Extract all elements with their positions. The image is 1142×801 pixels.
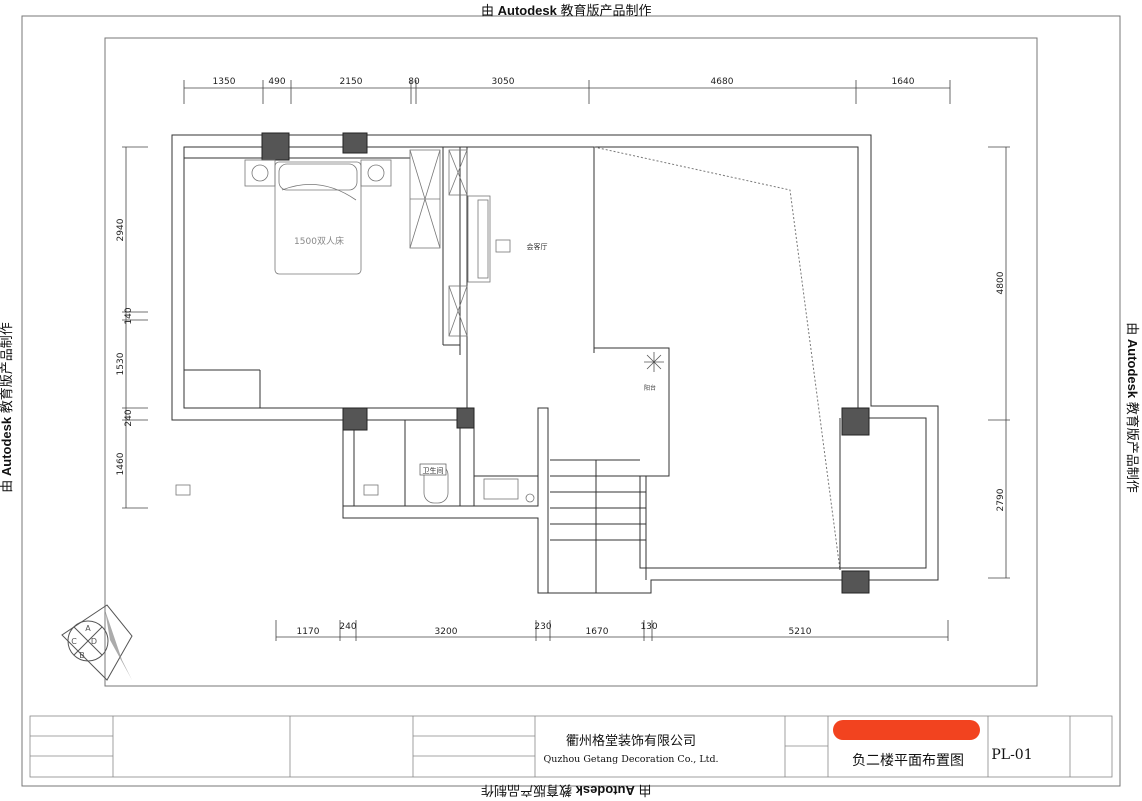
dim-bottom: 5210 — [789, 627, 812, 637]
compass-letter-c: C — [71, 637, 77, 646]
column — [841, 407, 870, 436]
compass-letter-d: D — [91, 637, 97, 646]
dim-top: 490 — [268, 77, 285, 87]
company-name-en: Quzhou Getang Decoration Co., Ltd. — [543, 754, 718, 765]
dim-top: 1350 — [213, 77, 236, 87]
watermark-left: 由 Autodesk 教育版产品制作 — [0, 322, 14, 493]
dim-bottom: 230 — [534, 622, 551, 632]
dim-top: 2150 — [340, 77, 363, 87]
sheet-border — [21, 15, 1121, 787]
plant-icon — [644, 352, 664, 372]
dim-left: 240 — [124, 409, 134, 426]
drawing-frame — [104, 37, 1038, 687]
bed-label: 1500双人床 — [294, 235, 344, 247]
dim-top: 1640 — [892, 77, 915, 87]
column — [342, 132, 368, 154]
watermark-top: 由 Autodesk 教育版产品制作 — [481, 3, 652, 18]
compass-letter-b: B — [79, 651, 85, 660]
column — [456, 407, 475, 429]
title-highlight — [833, 720, 980, 740]
dim-left: 140 — [124, 307, 134, 324]
compass-letter-a: A — [85, 624, 91, 633]
dim-right: 4800 — [996, 271, 1006, 294]
furniture — [175, 149, 535, 504]
column — [261, 132, 290, 161]
company-name-cn: 衢州格堂装饰有限公司 — [566, 733, 696, 749]
drawing-number: PL-01 — [991, 747, 1032, 763]
dim-top: 4680 — [711, 77, 734, 87]
compass-symbol: A B C D — [61, 604, 133, 681]
bathroom-label: 卫生间 — [423, 466, 444, 475]
dim-bottom: 3200 — [435, 627, 458, 637]
sink — [483, 478, 519, 500]
balcony-label: 阳台 — [644, 384, 656, 392]
floor-plan — [171, 134, 939, 594]
dim-left: 1530 — [116, 352, 126, 375]
dimension-lines — [122, 80, 1010, 641]
dim-bottom: 1670 — [586, 627, 609, 637]
column — [841, 570, 870, 594]
dim-bottom: 1170 — [297, 627, 320, 637]
nightstand — [360, 159, 392, 187]
living-room-label: 会客厅 — [527, 242, 548, 251]
title-block — [29, 715, 1113, 778]
columns — [261, 132, 870, 594]
dim-top: 3050 — [492, 77, 515, 87]
outer-wall — [171, 134, 939, 594]
dim-left: 2940 — [116, 218, 126, 241]
dimension-labels: 1350 490 2150 80 3050 4680 1640 1170 240… — [116, 77, 1006, 637]
drawing-title: 负二楼平面布置图 — [852, 753, 964, 769]
dim-top: 80 — [408, 77, 420, 87]
dim-bottom: 240 — [339, 622, 356, 632]
dim-left: 1460 — [116, 452, 126, 475]
watermark-bottom: 由 Autodesk 教育版产品制作 — [481, 783, 652, 798]
bed — [274, 161, 362, 275]
dim-bottom: 130 — [640, 622, 657, 632]
room-labels: 1500双人床 会客厅 阳台 卫生间 — [294, 235, 656, 476]
piano — [467, 195, 491, 283]
watermark-right: 由 Autodesk 教育版产品制作 — [1124, 322, 1140, 493]
column — [342, 407, 368, 431]
dim-right: 2790 — [996, 488, 1006, 511]
inner-wall — [183, 146, 927, 569]
nightstand — [244, 159, 276, 187]
